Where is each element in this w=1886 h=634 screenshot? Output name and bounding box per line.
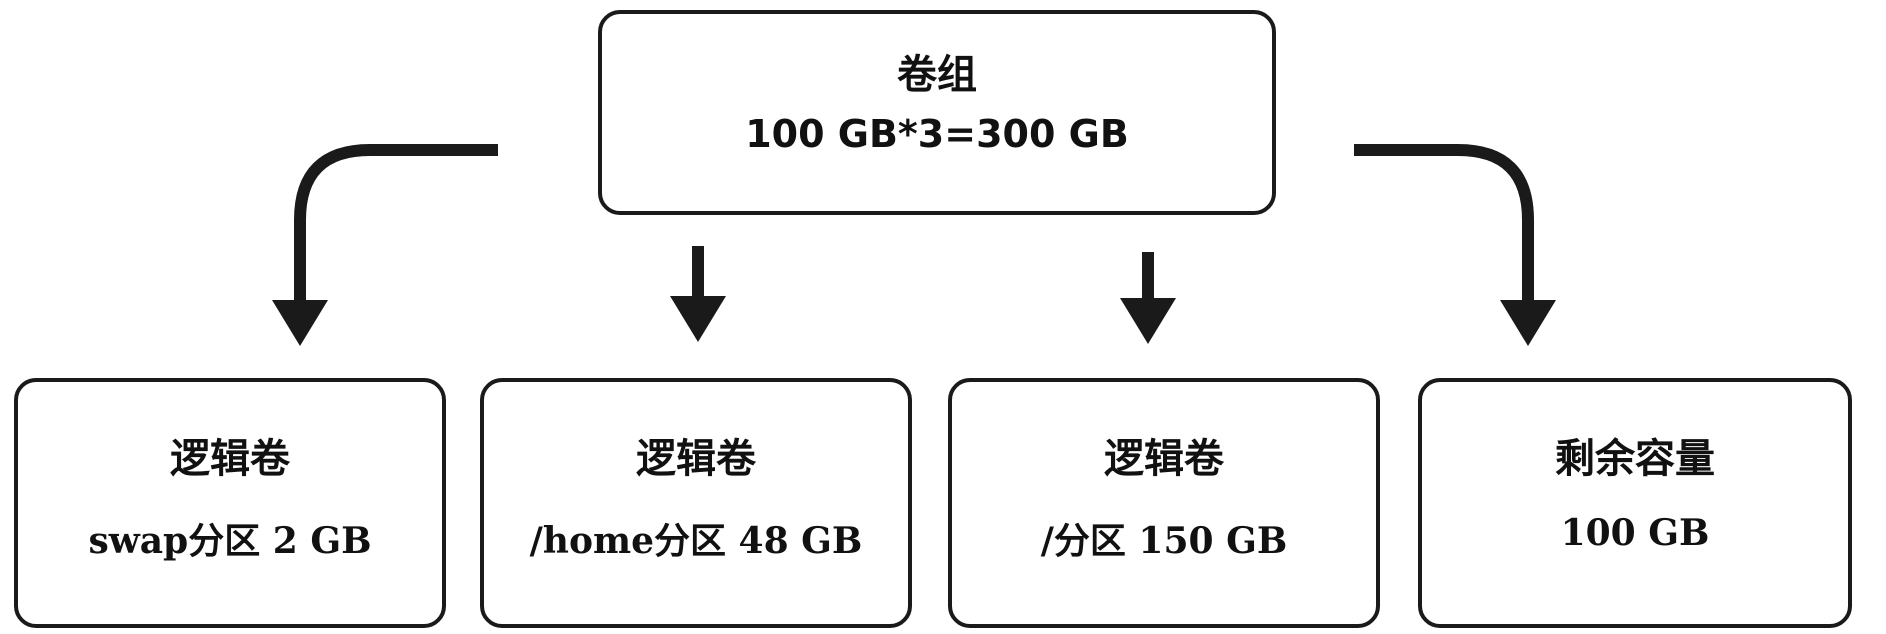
- free-space-node: 剩余容量 100 GB: [1418, 378, 1852, 628]
- node-detail: /分区 150 GB: [1040, 520, 1288, 562]
- arrow-to-swap: [294, 144, 498, 318]
- node-detail: 100 GB: [1560, 512, 1710, 554]
- node-title: 逻辑卷: [636, 436, 756, 482]
- node-detail: swap分区 2 GB: [88, 520, 372, 562]
- logical-volume-home-node: 逻辑卷 /home分区 48 GB: [480, 378, 912, 628]
- node-title: 逻辑卷: [170, 436, 290, 482]
- volume-group-node: 卷组 100 GB*3=300 GB: [598, 10, 1276, 215]
- arrowhead-swap: [272, 300, 328, 346]
- node-title: 剩余容量: [1555, 436, 1715, 482]
- logical-volume-swap-node: 逻辑卷 swap分区 2 GB: [14, 378, 446, 628]
- arrow-to-free: [1354, 144, 1534, 318]
- node-title: 逻辑卷: [1104, 436, 1224, 482]
- node-detail: /home分区 48 GB: [529, 520, 863, 562]
- arrowhead-free: [1500, 300, 1556, 346]
- volume-group-capacity: 100 GB*3=300 GB: [745, 112, 1129, 156]
- logical-volume-root-node: 逻辑卷 /分区 150 GB: [948, 378, 1380, 628]
- volume-group-title: 卷组: [897, 52, 977, 98]
- arrowhead-root: [1120, 298, 1176, 344]
- arrowhead-home: [670, 296, 726, 342]
